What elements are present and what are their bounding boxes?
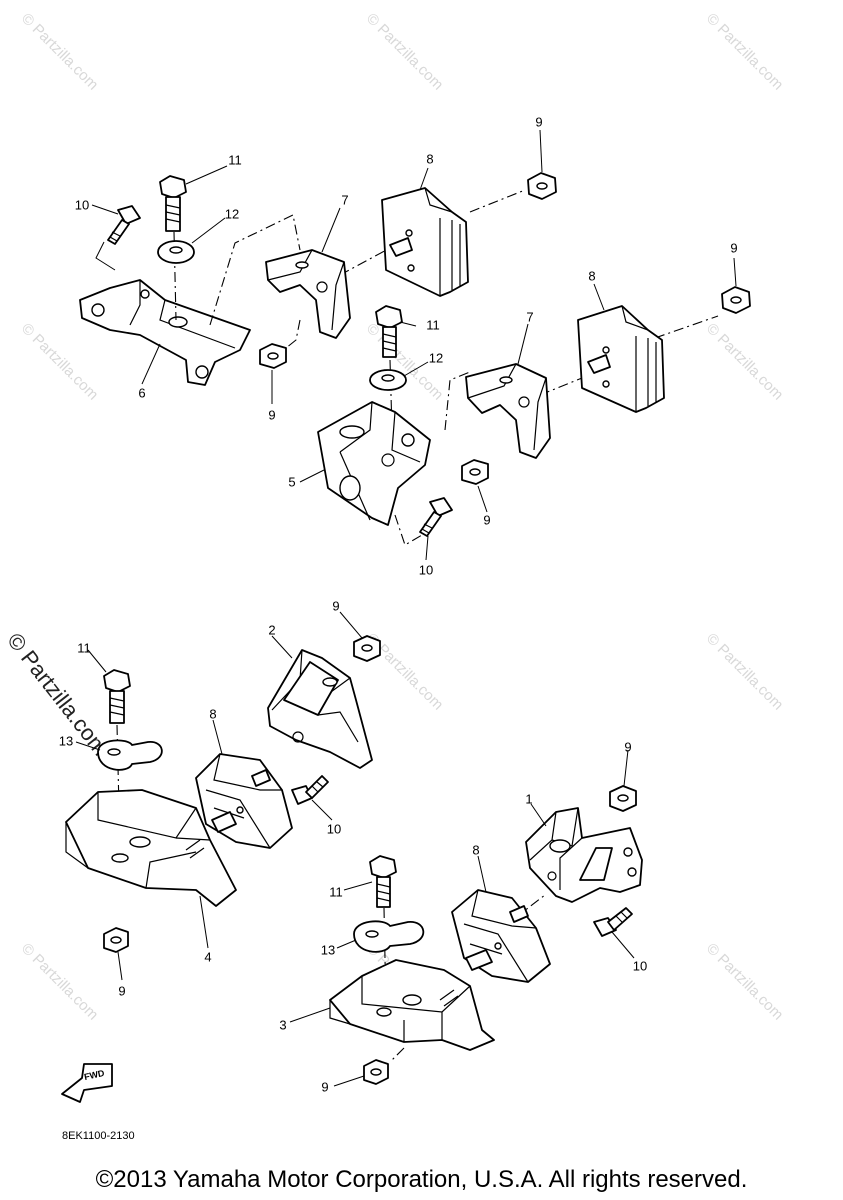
plate-13 xyxy=(353,920,425,953)
bolt-10 xyxy=(593,907,633,937)
callout-8: 8 xyxy=(472,842,480,858)
nut-9 xyxy=(721,286,751,314)
damper-8 xyxy=(195,753,293,849)
callout-8: 8 xyxy=(426,151,434,167)
bolt-10 xyxy=(419,497,453,537)
callout-6: 6 xyxy=(138,385,146,401)
callout-9: 9 xyxy=(535,114,543,130)
nut-9 xyxy=(461,459,489,485)
washer-12 xyxy=(157,240,195,264)
nut-9 xyxy=(353,635,381,662)
nut-9 xyxy=(259,343,287,369)
damper-7 xyxy=(265,249,351,339)
damper-8 xyxy=(577,305,665,413)
callout-10: 10 xyxy=(418,562,434,578)
callout-9: 9 xyxy=(268,407,276,423)
callout-7: 7 xyxy=(341,192,349,208)
callout-12: 12 xyxy=(428,350,444,366)
damper-7 xyxy=(465,363,551,459)
damper-8 xyxy=(381,187,469,297)
bracket-2 xyxy=(267,649,373,769)
bracket-6 xyxy=(79,279,251,386)
copyright-notice: ©2013 Yamaha Motor Corporation, U.S.A. A… xyxy=(95,1166,748,1193)
callout-9: 9 xyxy=(730,240,738,256)
bolt-11 xyxy=(375,305,403,358)
bolt-11 xyxy=(159,175,187,232)
callout-11: 11 xyxy=(329,884,343,900)
callout-2: 2 xyxy=(268,622,276,638)
callout-13: 13 xyxy=(58,733,74,749)
bolt-11 xyxy=(103,669,131,724)
washer-12 xyxy=(369,369,407,391)
callout-12: 12 xyxy=(224,206,240,222)
callout-3: 3 xyxy=(279,1017,287,1033)
callout-11: 11 xyxy=(77,640,91,656)
figure-code: 8EK1100-2130 xyxy=(62,1130,135,1142)
callout-7: 7 xyxy=(526,309,534,325)
callout-9: 9 xyxy=(118,983,126,999)
fwd-arrow-icon xyxy=(61,1063,113,1103)
callout-13: 13 xyxy=(320,942,336,958)
callout-1: 1 xyxy=(525,791,533,807)
callout-5: 5 xyxy=(288,474,296,490)
callout-9: 9 xyxy=(483,512,491,528)
damper-8 xyxy=(451,889,551,983)
plate-13 xyxy=(97,739,163,771)
callout-9: 9 xyxy=(624,739,632,755)
callout-10: 10 xyxy=(326,821,342,837)
callout-4: 4 xyxy=(204,949,212,965)
bracket-3 xyxy=(329,959,495,1051)
nut-9 xyxy=(609,785,637,812)
callout-8: 8 xyxy=(588,268,596,284)
nut-9 xyxy=(527,172,557,200)
bracket-5 xyxy=(317,401,431,526)
callout-11: 11 xyxy=(228,152,242,168)
callout-10: 10 xyxy=(74,197,90,213)
bracket-4 xyxy=(65,789,237,907)
callout-8: 8 xyxy=(209,706,217,722)
nut-9 xyxy=(103,927,129,953)
bolt-11 xyxy=(369,855,397,908)
bolt-10 xyxy=(107,205,141,245)
callout-9: 9 xyxy=(332,598,340,614)
callout-10: 10 xyxy=(632,958,648,974)
callout-9: 9 xyxy=(321,1079,329,1095)
bolt-10 xyxy=(291,775,329,805)
nut-9 xyxy=(363,1059,389,1085)
callout-11: 11 xyxy=(426,317,440,333)
bracket-1 xyxy=(525,807,643,903)
